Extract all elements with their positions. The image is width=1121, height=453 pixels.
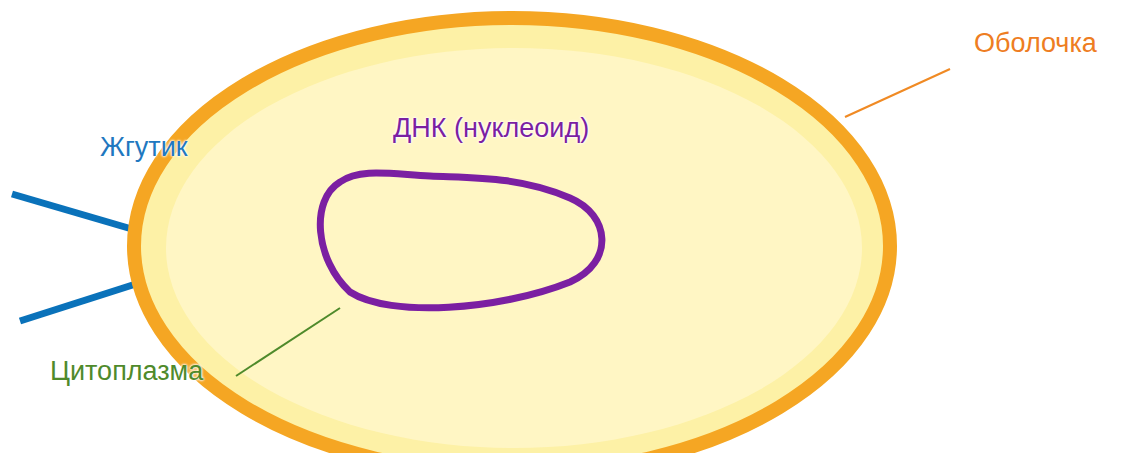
- cytoplasm-label: Цитоплазма: [50, 356, 203, 387]
- flagellum: [20, 282, 142, 321]
- flagellum: [12, 194, 142, 232]
- flagellum-label: Жгутик: [100, 132, 188, 163]
- envelope-label: Оболочка: [974, 28, 1097, 59]
- leader-line: [236, 308, 340, 376]
- dna-loop: [320, 173, 602, 308]
- dna-label: ДНК (нуклеоид): [393, 113, 589, 144]
- leader-line: [845, 69, 950, 117]
- cell-envelope: [134, 18, 890, 453]
- cytoplasm-area: [166, 48, 862, 448]
